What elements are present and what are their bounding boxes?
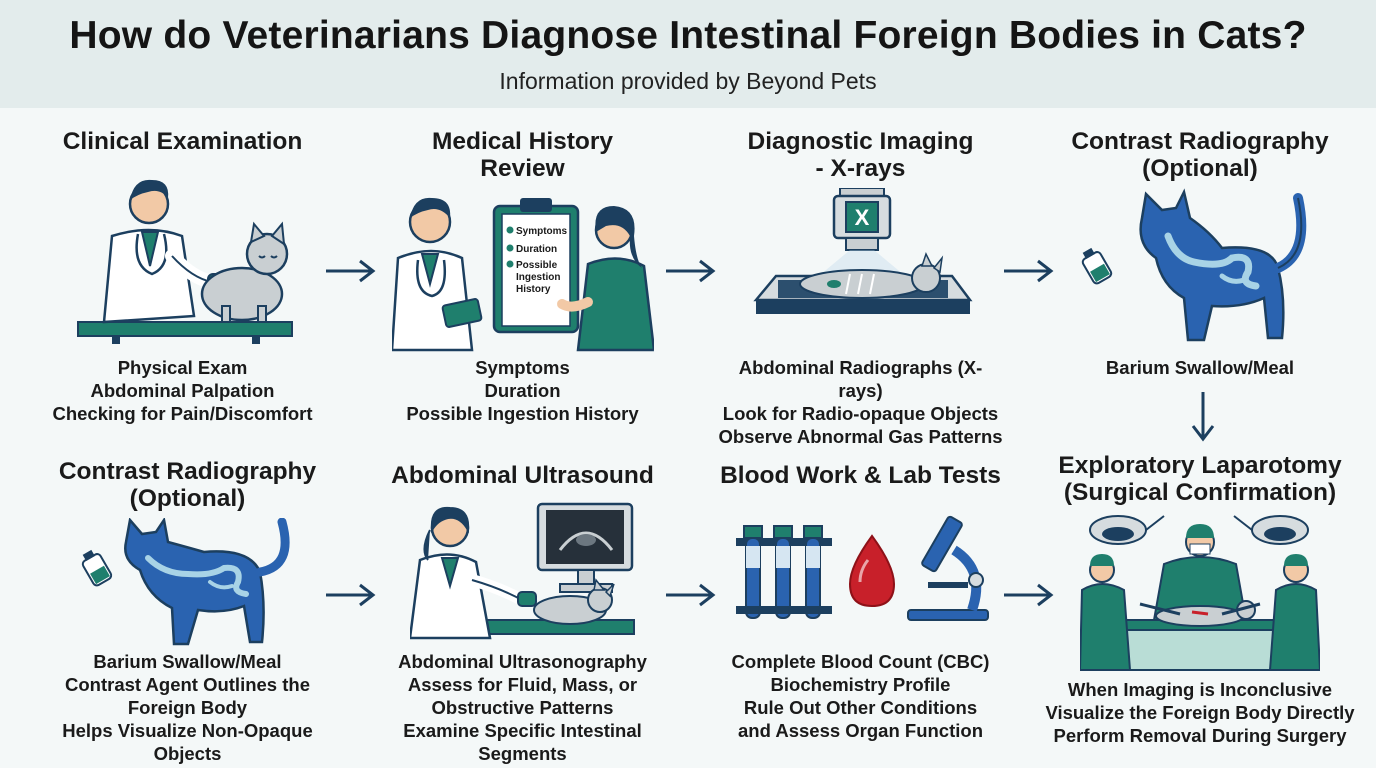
step-description: Barium Swallow/Meal — [1105, 357, 1295, 378]
step-contrast-radiography-bottom: Contrast Radiography (Optional) Barium S… — [40, 456, 335, 766]
svg-text:X: X — [855, 205, 870, 230]
step-abdominal-ultrasound: Abdominal Ultrasound Abdominal Ultrasono… — [380, 456, 665, 766]
arrow-right-icon — [1004, 583, 1054, 607]
svg-text:Possible: Possible — [516, 260, 558, 271]
xray-machine-illustration: X — [753, 188, 973, 314]
page-subtitle: Information provided by Beyond Pets — [499, 68, 877, 94]
arrow-down-icon — [1191, 392, 1215, 442]
arrow-right-icon — [1004, 259, 1054, 283]
page-title: How do Veterinarians Diagnose Intestinal… — [69, 14, 1307, 57]
step-description: Symptoms Duration Possible Ingestion His… — [406, 357, 639, 424]
history-review-illustration: Symptoms Duration Possible Ingestion His… — [392, 197, 654, 352]
step-exploratory-laparotomy: Exploratory Laparotomy (Surgical Confirm… — [1040, 452, 1360, 762]
step-description: Physical Exam Abdominal Palpation Checki… — [52, 357, 313, 424]
svg-text:Symptoms: Symptoms — [516, 226, 568, 237]
svg-text:Duration: Duration — [516, 244, 557, 255]
step-clinical-examination: Clinical Examination Physical Exam Abdom… — [40, 126, 325, 436]
surgery-illustration — [1080, 515, 1320, 671]
arrow-right-icon — [326, 583, 376, 607]
step-description: Complete Blood Count (CBC) Biochemistry … — [731, 651, 990, 741]
arrow-right-icon — [666, 583, 716, 607]
arrow-right-icon — [326, 259, 376, 283]
step-description: Abdominal Radiographs (X-rays) Look for … — [718, 357, 1003, 447]
step-blood-work-lab-tests: Blood Work & Lab Tests Complete Blood Co… — [718, 456, 1003, 766]
vet-cat-exam-illustration — [77, 179, 293, 344]
step-title: Contrast Radiography (Optional) — [58, 458, 317, 512]
step-title: Abdominal Ultrasound — [391, 462, 654, 489]
step-title: Blood Work & Lab Tests — [720, 462, 1001, 489]
step-title: Exploratory Laparotomy (Surgical Confirm… — [1058, 452, 1342, 506]
svg-text:Ingestion: Ingestion — [516, 272, 560, 283]
step-description: Barium Swallow/Meal Contrast Agent Outli… — [62, 651, 313, 764]
header-band — [0, 0, 1376, 108]
step-title: Medical History Review — [431, 128, 614, 182]
contrast-cat-illustration — [81, 518, 290, 646]
svg-text:History: History — [516, 284, 551, 295]
step-title: Diagnostic Imaging - X-rays — [747, 128, 974, 182]
step-description: When Imaging is Inconclusive Visualize t… — [1045, 679, 1355, 746]
step-medical-history-review: Medical History Review Symptoms Duration… — [380, 126, 665, 436]
step-diagnostic-imaging: Diagnostic Imaging - X-rays X Abdominal … — [718, 126, 1003, 447]
step-title: Contrast Radiography (Optional) — [1071, 128, 1329, 182]
step-title: Clinical Examination — [62, 128, 303, 155]
contrast-cat-illustration — [1081, 188, 1307, 342]
arrow-right-icon — [666, 259, 716, 283]
ultrasound-illustration — [410, 502, 635, 640]
step-contrast-radiography-top: Contrast Radiography (Optional) Barium S… — [1050, 126, 1350, 386]
step-description: Abdominal Ultrasonography Assess for Flu… — [398, 651, 647, 764]
lab-tests-illustration — [736, 515, 989, 621]
